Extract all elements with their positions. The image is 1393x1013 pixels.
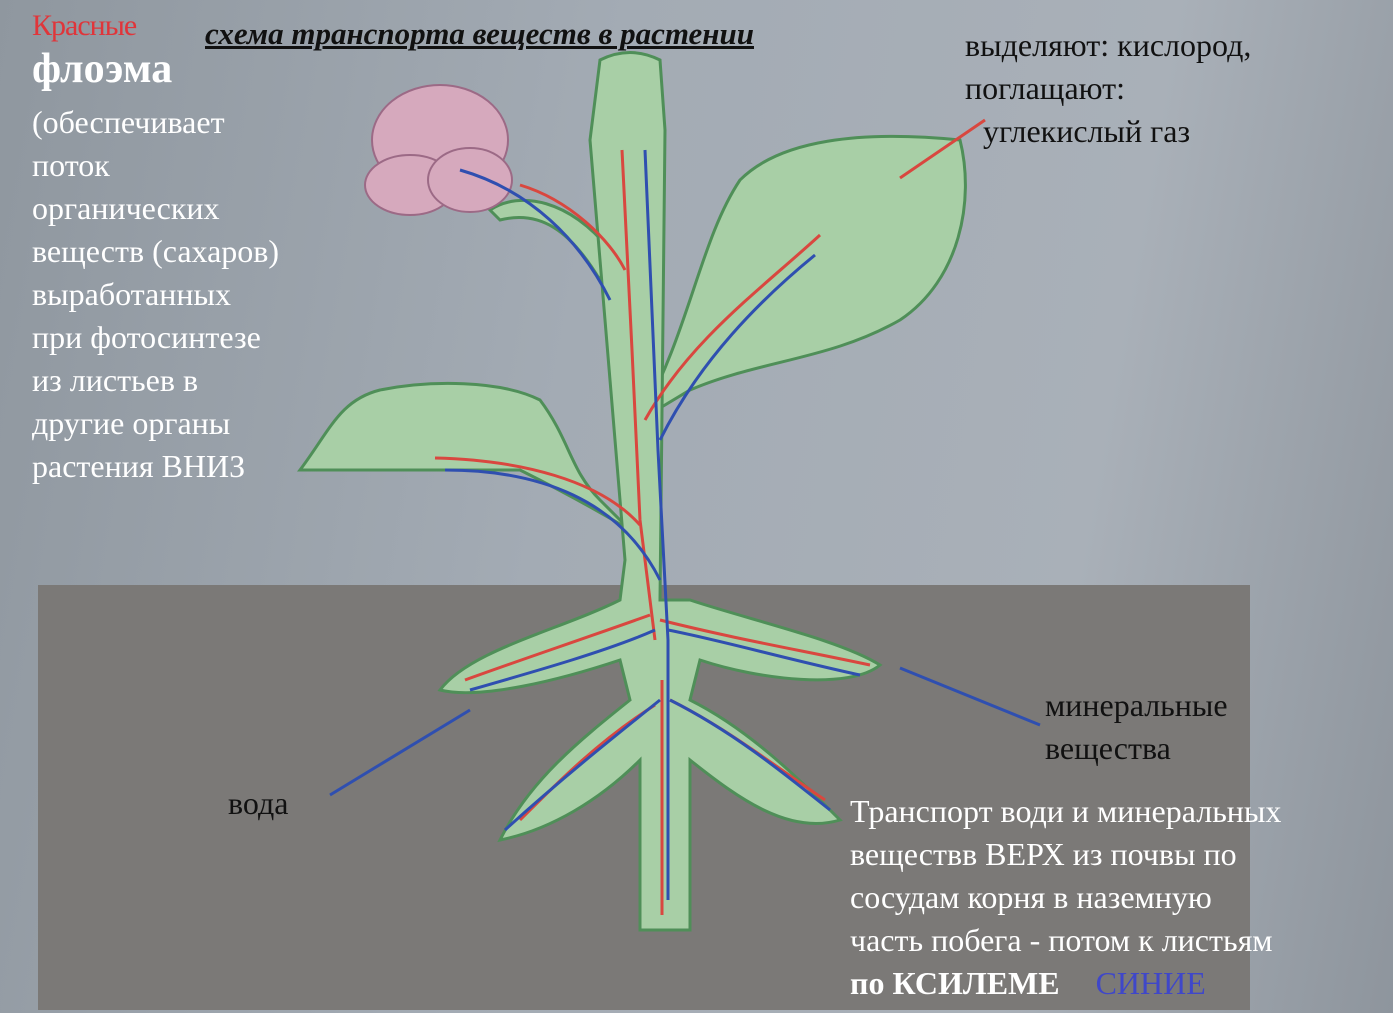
phloem-arrow-root-left bbox=[464, 613, 651, 682]
text-line: (обеспечивает bbox=[32, 104, 225, 140]
xylem-arrow-stem bbox=[643, 149, 670, 900]
xylem-label: по КСИЛЕМЕ bbox=[850, 965, 1060, 1001]
text-line: по КСИЛЕМЕ СИНИЕ bbox=[850, 962, 1281, 1005]
phloem-label: флоэма bbox=[32, 46, 173, 92]
text-line: веществ (сахаров) bbox=[32, 233, 280, 269]
phloem-arrow-stem bbox=[620, 149, 657, 641]
diagram-title: схема транспорта веществ в растении bbox=[205, 16, 754, 51]
phloem-arrow-root-right bbox=[659, 618, 871, 667]
phloem-color-label: Красные bbox=[32, 9, 137, 42]
phloem-arrow-flower bbox=[519, 183, 627, 271]
text-line: вещества bbox=[1045, 730, 1171, 766]
water-arrow bbox=[329, 708, 471, 797]
phloem-arrow-leaf-left bbox=[434, 456, 642, 526]
text-line: выработанных bbox=[32, 276, 231, 312]
text-line: поток bbox=[32, 147, 110, 183]
leaf-gas-exchange-label: выделяют: кислород, поглащают: углекислы… bbox=[965, 24, 1251, 153]
text-line: при фотосинтезе bbox=[32, 319, 261, 355]
text-line: другие органы bbox=[32, 405, 231, 441]
xylem-arrow-flower bbox=[459, 168, 612, 301]
upper-right-leaf bbox=[635, 134, 967, 425]
xylem-arrow-leaf-left bbox=[444, 468, 662, 581]
text-line: Транспорт води и минеральных bbox=[850, 793, 1282, 829]
co2-arrow bbox=[899, 118, 986, 180]
minerals-arrow bbox=[899, 666, 1041, 727]
xylem-color-label: СИНИЕ bbox=[1095, 965, 1206, 1001]
text-line: поглащают: bbox=[965, 70, 1125, 106]
text-line: углекислый газ bbox=[983, 113, 1191, 149]
left-leaf bbox=[297, 381, 632, 532]
text-line: органических bbox=[32, 190, 220, 226]
text-line: сосудам корня в наземную bbox=[850, 879, 1212, 915]
text-line: минеральные bbox=[1045, 687, 1228, 723]
text-line: часть побега - потом к листьям bbox=[850, 922, 1273, 958]
water-label: вода bbox=[228, 785, 289, 821]
phloem-arrow-leaf-right bbox=[643, 233, 822, 421]
minerals-label: минеральные вещества bbox=[1045, 684, 1228, 770]
text-line: веществв ВЕРХ из почвы по bbox=[850, 836, 1237, 872]
xylem-arrow-roots bbox=[469, 628, 861, 832]
phloem-description: (обеспечивает поток органических веществ… bbox=[32, 101, 279, 488]
text-line: из листьев в bbox=[32, 362, 199, 398]
text-line: выделяют: кислород, bbox=[965, 27, 1252, 63]
xylem-arrow-leaf-right bbox=[658, 253, 816, 441]
text-line: растения ВНИЗ bbox=[32, 448, 246, 484]
flower bbox=[364, 84, 513, 216]
xylem-description: Транспорт води и минеральных веществв ВЕ… bbox=[850, 790, 1281, 1005]
